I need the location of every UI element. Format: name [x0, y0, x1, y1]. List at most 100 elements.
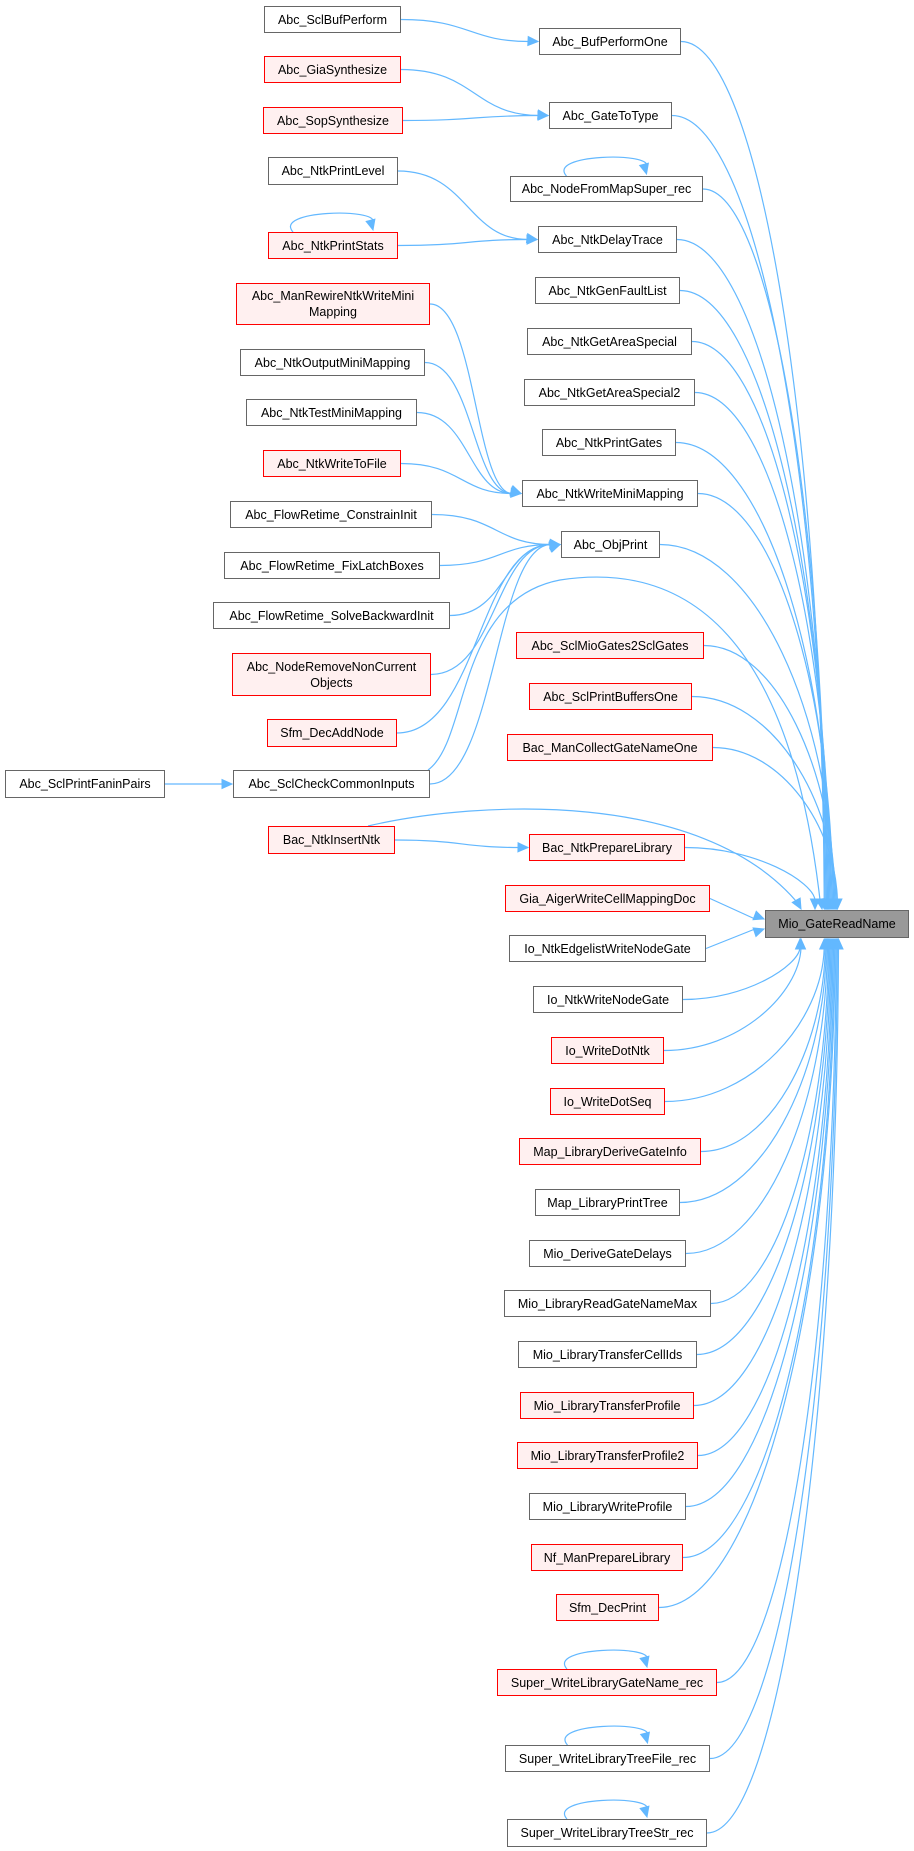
edge-abc-ntkprintstats-to-abc-ntkdelaytrace	[397, 238, 529, 247]
node-abc-ntkprintstats[interactable]: Abc_NtkPrintStats	[268, 232, 398, 259]
node-label: Map_LibraryPrintTree	[547, 1195, 668, 1210]
node-abc-ntkgetareaspecial[interactable]: Abc_NtkGetAreaSpecial	[527, 328, 692, 355]
node-abc-flowretime-constraininit[interactable]: Abc_FlowRetime_ConstrainInit	[230, 501, 432, 528]
node-label: Abc_ObjPrint	[573, 537, 648, 552]
edge-abc-manrewirentkwriteminimapping-to-abc-ntkwriteminimapping	[429, 303, 513, 495]
node-abc-objprint[interactable]: Abc_ObjPrint	[561, 531, 660, 558]
node-abc-ntkwritetofile[interactable]: Abc_NtkWriteToFile	[263, 450, 401, 477]
node-label: Abc_SopSynthesize	[277, 113, 389, 128]
edge-abc-sopsynthesize-to-abc-gatetotype-arrowhead	[537, 110, 550, 121]
node-label: Abc_NodeRemoveNonCurrent Objects	[246, 659, 417, 690]
node-abc-noderemovenoncurrentobjects[interactable]: Abc_NodeRemoveNonCurrent Objects	[232, 653, 431, 696]
edge-super-writelibrarytreestr-rec-to-super-writelibrarytreestr-rec	[563, 1799, 648, 1820]
edge-super-writelibrarytreestr-rec-to-mio-gatereadname	[706, 947, 840, 1834]
node-label: Super_WriteLibraryTreeFile_rec	[518, 1751, 697, 1766]
node-label: Abc_GiaSynthesize	[277, 62, 388, 77]
node-abc-ntkprintlevel[interactable]: Abc_NtkPrintLevel	[268, 157, 398, 185]
edge-mio-libraryreadgatenamemax-to-mio-gatereadname	[710, 947, 830, 1305]
node-io-writedotseq[interactable]: Io_WriteDotSeq	[550, 1088, 665, 1115]
node-abc-nodefrommapsuper-rec[interactable]: Abc_NodeFromMapSuper_rec	[510, 176, 703, 202]
node-label: Bac_NtkPrepareLibrary	[542, 840, 672, 855]
node-label: Abc_NtkGenFaultList	[548, 283, 667, 298]
node-label: Abc_SclBufPerform	[277, 12, 388, 27]
node-mio-librarywriteprofile[interactable]: Mio_LibraryWriteProfile	[529, 1493, 686, 1520]
node-abc-ntkprintgates[interactable]: Abc_NtkPrintGates	[542, 429, 676, 456]
edge-abc-sclcheckcommoninputs-to-abc-objprint	[429, 543, 552, 785]
edge-abc-nodefrommapsuper-rec-to-mio-gatereadname	[702, 188, 827, 901]
node-gia-aigerwritecellmappingdoc[interactable]: Gia_AigerWriteCellMappingDoc	[505, 885, 710, 912]
node-label: Abc_FlowRetime_FixLatchBoxes	[240, 558, 424, 573]
node-super-writelibrarytreefile-rec[interactable]: Super_WriteLibraryTreeFile_rec	[505, 1745, 710, 1772]
edge-super-writelibrarytreestr-rec-to-mio-gatereadname-arrowhead	[833, 937, 844, 950]
node-label: Abc_SclMioGates2SclGates	[531, 638, 689, 653]
node-label: Abc_SclCheckCommonInputs	[248, 777, 415, 791]
node-abc-sclprintfaninpairs[interactable]: Abc_SclPrintFaninPairs	[5, 770, 165, 798]
edge-abc-ntkprintstats-to-abc-ntkdelaytrace-arrowhead	[526, 234, 539, 245]
node-map-libraryprinttree[interactable]: Map_LibraryPrintTree	[535, 1189, 680, 1216]
node-label: Abc_NodeFromMapSuper_rec	[521, 182, 692, 196]
node-super-writelibrarygatename-rec[interactable]: Super_WriteLibraryGateName_rec	[497, 1669, 717, 1696]
node-abc-sclcheckcommoninputs[interactable]: Abc_SclCheckCommonInputs	[233, 770, 430, 798]
node-label: Abc_ManRewireNtkWriteMini Mapping	[251, 289, 415, 319]
node-io-ntkwritenodegate[interactable]: Io_NtkWriteNodeGate	[533, 986, 683, 1013]
edge-bac-ntkinsertntk-to-mio-gatereadname-arrowhead	[791, 897, 802, 911]
node-label: Abc_BufPerformOne	[552, 34, 668, 49]
node-label: Io_WriteDotSeq	[563, 1094, 652, 1109]
edge-super-writelibrarytreefile-rec-to-super-writelibrarytreefile-rec-arrowhead	[639, 1731, 651, 1745]
node-abc-ntkgetareaspecial2[interactable]: Abc_NtkGetAreaSpecial2	[524, 379, 695, 406]
node-abc-manrewirentkwriteminimapping[interactable]: Abc_ManRewireNtkWriteMini Mapping	[236, 283, 430, 325]
edge-abc-ntkgenfaultlist-to-mio-gatereadname	[679, 289, 830, 901]
node-mio-derivegatedelays[interactable]: Mio_DeriveGateDelays	[529, 1240, 686, 1267]
edge-sfm-decprint-to-mio-gatereadname	[658, 947, 836, 1609]
node-abc-ntkdelaytrace[interactable]: Abc_NtkDelayTrace	[538, 226, 677, 253]
node-abc-giasynthesize[interactable]: Abc_GiaSynthesize	[264, 56, 401, 83]
node-abc-flowretime-solvebackwardinit[interactable]: Abc_FlowRetime_SolveBackwardInit	[213, 602, 450, 629]
node-label: Abc_NtkWriteMiniMapping	[536, 486, 684, 501]
node-mio-librarytransfercellids[interactable]: Mio_LibraryTransferCellIds	[518, 1341, 697, 1368]
node-nf-manpreparelibrary[interactable]: Nf_ManPrepareLibrary	[531, 1544, 683, 1571]
node-abc-flowretime-fixlatchboxes[interactable]: Abc_FlowRetime_FixLatchBoxes	[224, 552, 440, 579]
node-io-writedotntk[interactable]: Io_WriteDotNtk	[551, 1037, 664, 1064]
edge-map-libraryderivegateinfo-to-mio-gatereadname	[700, 947, 826, 1153]
edge-mio-derivegatedelays-to-mio-gatereadname	[685, 947, 829, 1255]
node-abc-ntkgenfaultlist[interactable]: Abc_NtkGenFaultList	[535, 277, 680, 304]
node-mio-libraryreadgatenamemax[interactable]: Mio_LibraryReadGateNameMax	[504, 1290, 711, 1317]
node-sfm-decaddnode[interactable]: Sfm_DecAddNode	[267, 719, 397, 747]
node-abc-sclprintbuffersone[interactable]: Abc_SclPrintBuffersOne	[529, 683, 692, 710]
edge-bac-ntkinsertntk-to-bac-ntkpreparelibrary	[394, 839, 520, 849]
edge-super-writelibrarygatename-rec-to-super-writelibrarygatename-rec-arrowhead	[639, 1655, 650, 1669]
node-super-writelibrarytreestr-rec[interactable]: Super_WriteLibraryTreeStr_rec	[507, 1819, 707, 1847]
node-bac-mancollectgatenameone[interactable]: Bac_ManCollectGateNameOne	[507, 734, 713, 761]
node-abc-gatetotype[interactable]: Abc_GateToType	[549, 102, 672, 129]
node-abc-sclmiogates2sclgates[interactable]: Abc_SclMioGates2SclGates	[516, 632, 704, 659]
node-mio-librarytransferprofile2[interactable]: Mio_LibraryTransferProfile2	[517, 1442, 698, 1469]
edge-abc-flowretime-solvebackwardinit-to-abc-objprint	[449, 543, 552, 617]
node-bac-ntkpreparelibrary[interactable]: Bac_NtkPrepareLibrary	[529, 834, 685, 861]
node-label: Bac_ManCollectGateNameOne	[522, 740, 698, 755]
node-abc-ntktestminimapping[interactable]: Abc_NtkTestMiniMapping	[246, 399, 417, 426]
node-abc-bufperformone[interactable]: Abc_BufPerformOne	[539, 28, 681, 55]
edge-abc-objprint-to-mio-gatereadname	[659, 543, 835, 901]
edge-abc-ntkprintgates-to-mio-gatereadname	[675, 441, 833, 901]
node-abc-ntkwriteminimapping[interactable]: Abc_NtkWriteMiniMapping	[522, 480, 698, 507]
edge-abc-ntkdelaytrace-to-mio-gatereadname	[676, 238, 829, 901]
node-sfm-decprint[interactable]: Sfm_DecPrint	[556, 1594, 659, 1621]
edge-abc-sclprintbuffersone-to-mio-gatereadname	[691, 695, 837, 901]
node-io-ntkedgelistwritenodegate[interactable]: Io_NtkEdgelistWriteNodeGate	[509, 935, 706, 962]
edge-abc-giasynthesize-to-abc-gatetotype	[400, 68, 540, 117]
node-bac-ntkinsertntk[interactable]: Bac_NtkInsertNtk	[268, 826, 395, 854]
edge-io-ntkedgelistwritenodegate-to-mio-gatereadname-arrowhead	[752, 927, 766, 938]
node-mio-librarytransferprofile[interactable]: Mio_LibraryTransferProfile	[520, 1392, 694, 1419]
node-map-libraryderivegateinfo[interactable]: Map_LibraryDeriveGateInfo	[519, 1138, 701, 1165]
node-label: Abc_FlowRetime_SolveBackwardInit	[229, 608, 434, 623]
node-label: Abc_FlowRetime_ConstrainInit	[245, 507, 417, 522]
edge-bac-mancollectgatenameone-to-mio-gatereadname	[712, 746, 838, 901]
node-label: Io_NtkEdgelistWriteNodeGate	[524, 941, 691, 956]
node-label: Map_LibraryDeriveGateInfo	[533, 1144, 687, 1159]
edge-abc-ntkwritetofile-to-abc-ntkwriteminimapping	[400, 462, 513, 495]
node-abc-sopsynthesize[interactable]: Abc_SopSynthesize	[263, 107, 403, 134]
edge-io-writedotseq-to-mio-gatereadname	[664, 947, 825, 1103]
node-abc-sclbufperform[interactable]: Abc_SclBufPerform	[264, 6, 401, 33]
node-abc-ntkoutputminimapping[interactable]: Abc_NtkOutputMiniMapping	[240, 349, 425, 376]
